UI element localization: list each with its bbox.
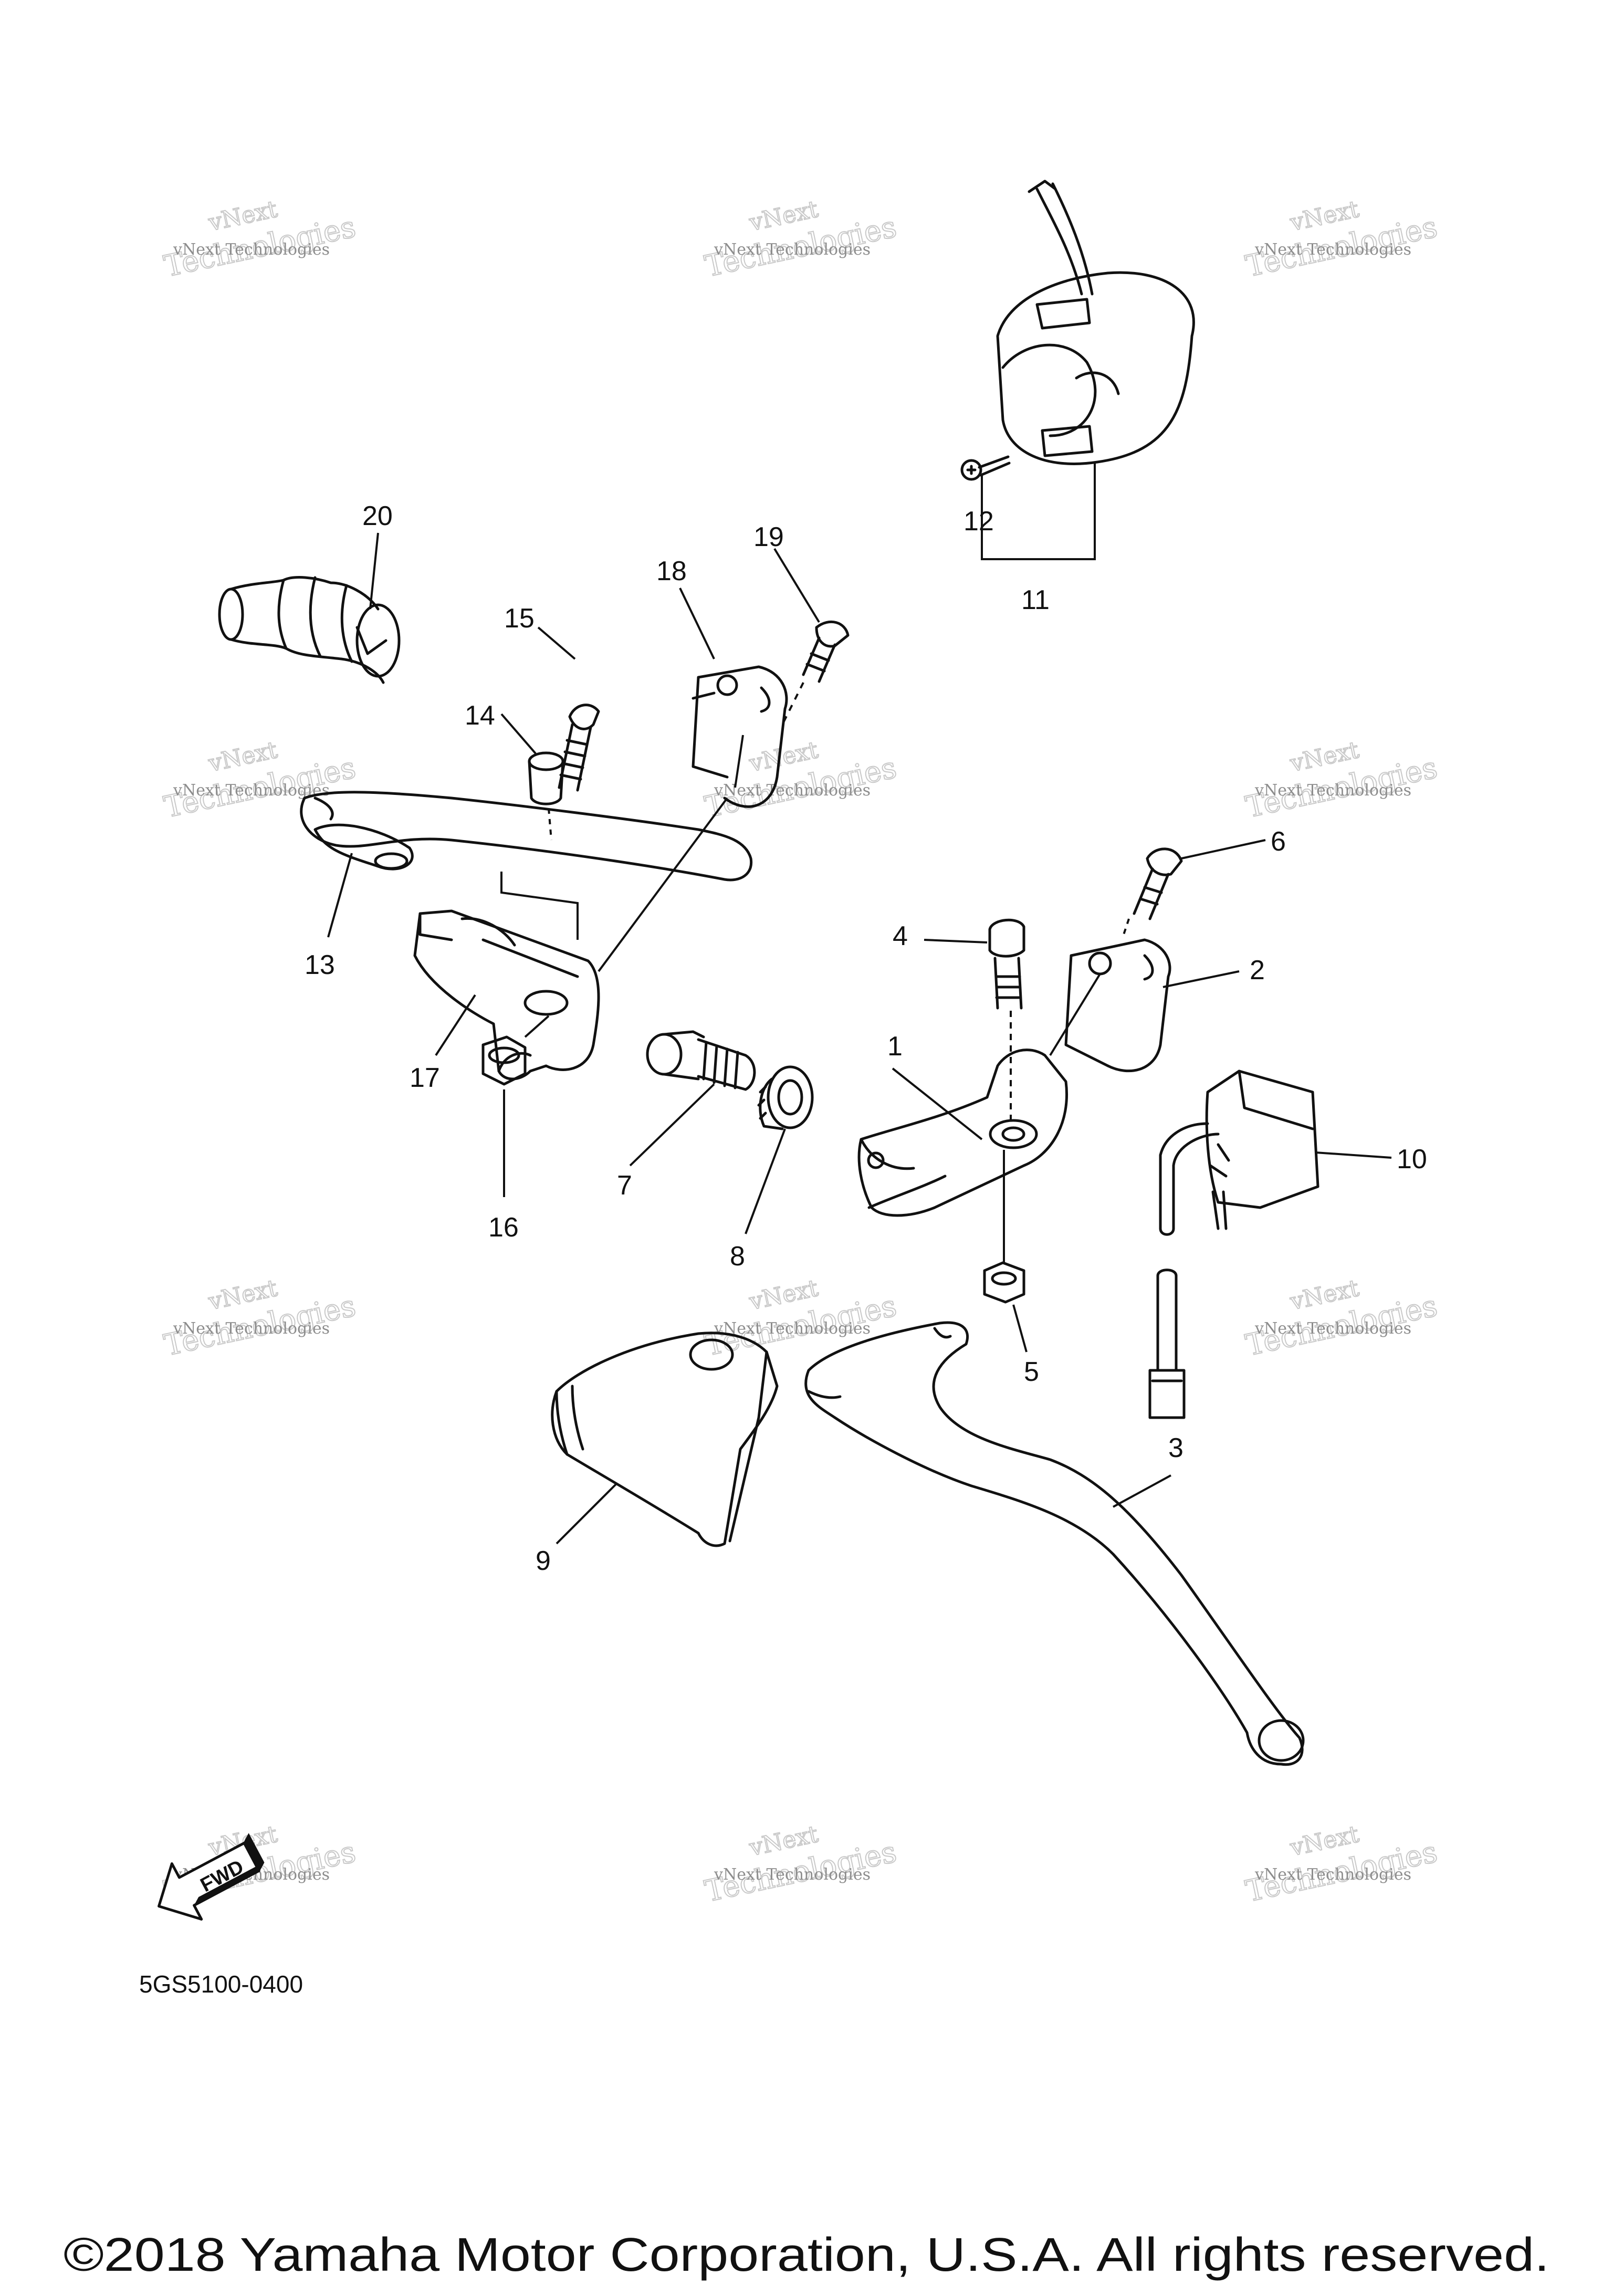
- leader-1: [892, 1067, 983, 1140]
- leader-19: [773, 548, 820, 623]
- part-16-nut: [481, 1035, 527, 1086]
- leader-17: [435, 994, 476, 1056]
- watermark-small: vNext Technologies: [173, 781, 330, 800]
- diagram-code: 5GS5100-0400: [139, 1970, 303, 1998]
- callout-9: 9: [536, 1546, 551, 1576]
- watermark-small: vNext Technologies: [173, 1319, 330, 1338]
- assembly-line-18: [598, 797, 728, 972]
- part-10-switch: [1148, 1070, 1319, 1419]
- assembly-line-13-17: [500, 872, 579, 940]
- callout-leaders: [327, 462, 1392, 1545]
- leader-5: [1012, 1304, 1028, 1353]
- watermark-small: vNext Technologies: [714, 240, 871, 259]
- callout-14: 14: [465, 700, 495, 731]
- leader-11: [981, 462, 1096, 560]
- assembly-line-19: [781, 682, 804, 725]
- callout-2: 2: [1250, 955, 1265, 986]
- assembly-line-2: [1049, 973, 1101, 1056]
- watermark-small: vNext Technologies: [173, 240, 330, 259]
- part-12-screw: [960, 455, 1011, 481]
- part-11-switch: [996, 180, 1195, 465]
- leader-8: [745, 1128, 786, 1234]
- part-3-lever: [804, 1321, 1305, 1766]
- watermark-small: vNext Technologies: [714, 781, 871, 800]
- callout-3: 3: [1168, 1433, 1183, 1463]
- part-14-collar: [528, 751, 564, 805]
- leader-7: [629, 1083, 715, 1167]
- leader-10: [1315, 1151, 1392, 1159]
- part-7-adjuster: [646, 1030, 756, 1091]
- leader-3: [1113, 1474, 1171, 1508]
- part-8-locknut: [757, 1065, 814, 1130]
- callout-4: 4: [893, 921, 908, 951]
- callout-12: 12: [963, 506, 994, 537]
- callout-18: 18: [656, 556, 687, 586]
- assembly-line-14: [548, 808, 552, 841]
- part-4-bolt: [988, 918, 1025, 1010]
- watermark-small: vNext Technologies: [1254, 781, 1411, 800]
- watermark-small: vNext Technologies: [714, 1319, 871, 1338]
- callout-5: 5: [1024, 1357, 1039, 1387]
- leader-6: [1181, 839, 1266, 859]
- callout-17: 17: [410, 1063, 440, 1093]
- part-19-bolt: [802, 620, 850, 683]
- part-15-screw: [558, 704, 600, 792]
- leader-18: [679, 588, 715, 659]
- leader-9: [556, 1482, 618, 1545]
- callout-numbers: 1 2 3 4 5 6 7 8 9 10 11 12 13 14 15 16 1…: [305, 501, 1427, 1576]
- watermark-small: vNext Technologies: [1254, 240, 1411, 259]
- leader-4: [924, 939, 988, 943]
- callout-8: 8: [730, 1241, 745, 1272]
- watermark-small: vNext Technologies: [1254, 1319, 1411, 1338]
- part-20-boot: [218, 576, 401, 684]
- leader-14: [500, 713, 537, 754]
- callout-16: 16: [488, 1212, 519, 1243]
- callout-13: 13: [305, 950, 335, 980]
- copyright-notice: ©2018 Yamaha Motor Corporation, U.S.A. A…: [64, 2229, 1549, 2281]
- assembly-line-16: [524, 1015, 550, 1038]
- callout-7: 7: [617, 1170, 632, 1201]
- callout-1: 1: [887, 1031, 903, 1062]
- part-17-holder: [413, 909, 600, 1081]
- assembly-line-18b: [734, 735, 744, 788]
- part-18-holder: [692, 665, 788, 808]
- part-5-nut: [983, 1261, 1025, 1304]
- leader-20: [369, 532, 379, 610]
- callout-6: 6: [1271, 826, 1286, 857]
- callout-11: 11: [1021, 585, 1050, 615]
- leader-15: [537, 626, 576, 660]
- callout-20: 20: [362, 501, 393, 531]
- leader-2: [1162, 970, 1240, 988]
- watermark-small: vNext Technologies: [714, 1865, 871, 1884]
- callout-19: 19: [753, 522, 784, 552]
- part-13-lever: [300, 791, 753, 882]
- leader-13: [327, 853, 353, 938]
- part-1-holder: [857, 1049, 1068, 1217]
- watermark-small: vNext Technologies: [1254, 1865, 1411, 1884]
- parts-artwork: [218, 180, 1319, 1766]
- callout-15: 15: [504, 603, 535, 634]
- callout-10: 10: [1397, 1144, 1427, 1175]
- assembly-line-6: [1123, 918, 1130, 935]
- part-9-cover: [551, 1332, 779, 1547]
- part-6-bolt: [1133, 847, 1183, 920]
